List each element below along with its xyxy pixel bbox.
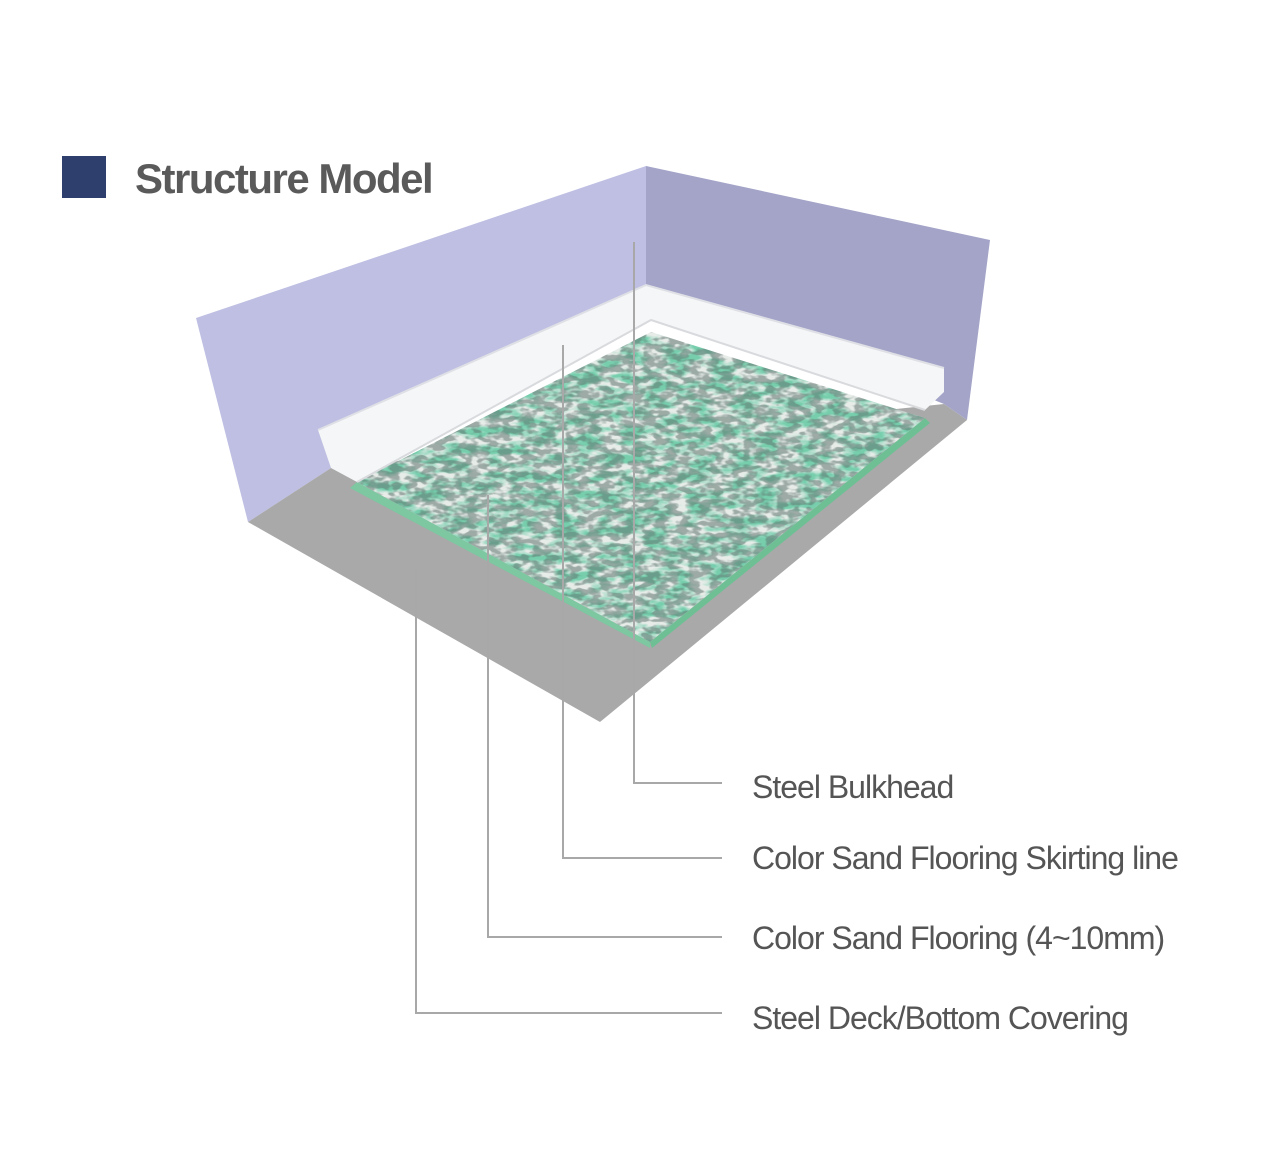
leader-line-color-sand-flooring: [487, 495, 722, 938]
bulkhead-wall-left: [196, 166, 646, 522]
skirting-inner-edge: [356, 318, 926, 483]
callout-label-steel-deck: Steel Deck/Bottom Covering: [752, 1000, 1129, 1036]
callout-label-skirting-line: Color Sand Flooring Skirting line: [752, 840, 1179, 876]
leader-line-steel-bulkhead: [633, 242, 722, 784]
page-title: Structure Model: [135, 155, 434, 202]
skirting-line-back: [646, 285, 944, 410]
callout-leaders: [415, 242, 722, 1014]
skirting-top-edge: [317, 283, 945, 431]
skirting-line-left: [318, 285, 651, 482]
title-square-marker: [62, 156, 106, 198]
flooring-edge: [350, 482, 650, 648]
callout-label-color-sand-flooring: Color Sand Flooring (4~10mm): [752, 920, 1165, 956]
flooring-edge-front: [650, 418, 930, 648]
leader-line-steel-deck: [415, 570, 722, 1014]
leader-line-skirting-line: [562, 345, 722, 859]
callout-label-steel-bulkhead: Steel Bulkhead: [752, 769, 954, 805]
